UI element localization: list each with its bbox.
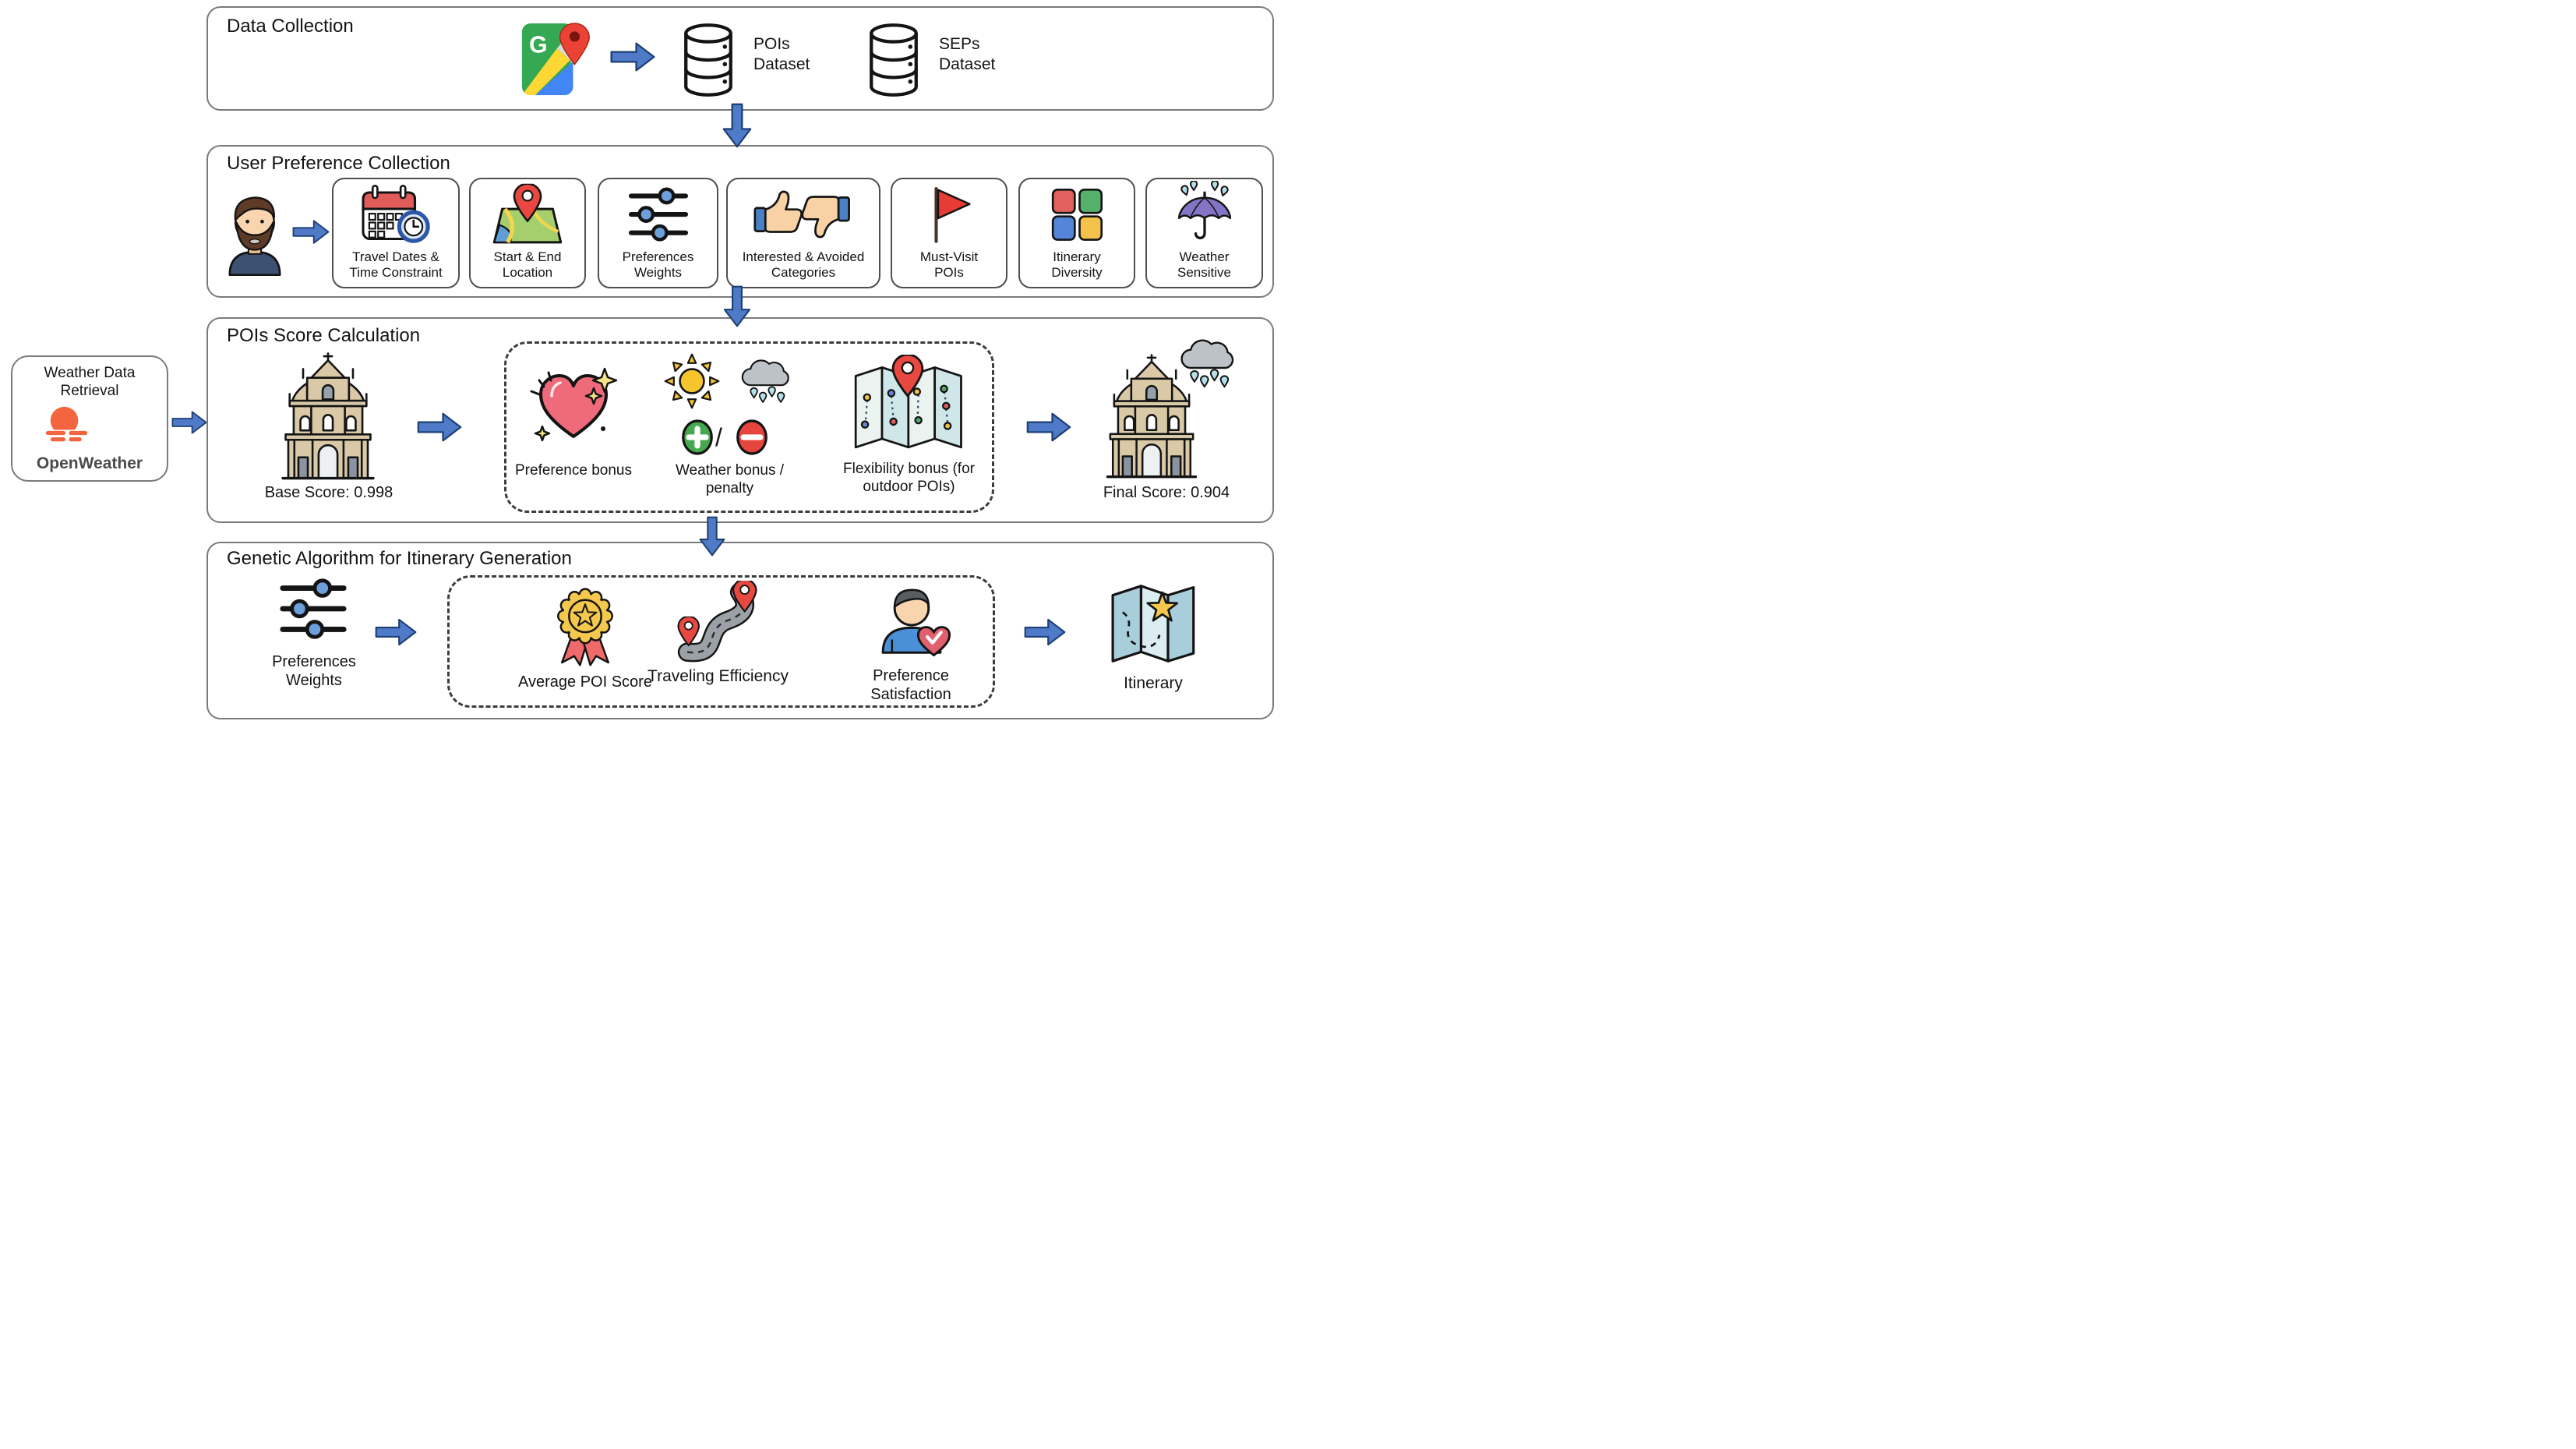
score-modifiers-group: Preference bonus / Weather bonus / penal… bbox=[504, 341, 994, 513]
pois-dataset-label: POIs Dataset bbox=[753, 35, 810, 74]
seps-dataset-label: SEPs Dataset bbox=[939, 35, 996, 74]
flag-icon bbox=[934, 186, 971, 243]
pref-box-label: Must-Visit POIs bbox=[919, 249, 979, 280]
minus-circle-icon bbox=[736, 419, 768, 455]
pref-box-start-end-location: Start & End Location bbox=[469, 178, 586, 288]
down-arrow-icon bbox=[695, 516, 729, 557]
map-location-pin-icon bbox=[492, 183, 563, 244]
church-facade-icon bbox=[280, 352, 376, 481]
google-maps-icon: G bbox=[521, 23, 590, 96]
pref-box-label: Preferences Weights bbox=[622, 249, 694, 280]
medal-star-icon bbox=[557, 588, 613, 666]
openweather-sun-icon bbox=[39, 406, 97, 447]
right-arrow-icon bbox=[417, 411, 462, 444]
traveling-efficiency-label: Traveling Efficiency bbox=[648, 667, 789, 685]
rain-cloud-icon bbox=[737, 353, 793, 406]
pref-box-label: Interested & Avoided Categories bbox=[742, 249, 865, 280]
data-collection-title: Data Collection bbox=[227, 16, 354, 37]
openweather-brand: OpenWeather bbox=[36, 454, 143, 472]
folded-map-pin-icon bbox=[854, 355, 962, 449]
user-preference-title: User Preference Collection bbox=[227, 153, 450, 174]
preference-satisfaction-label: Preference Satisfaction bbox=[870, 667, 951, 703]
average-poi-score-label: Average POI Score bbox=[518, 673, 652, 691]
svg-text:G: G bbox=[529, 33, 547, 58]
pref-box-label: Weather Sensitive bbox=[1177, 249, 1231, 280]
color-squares-icon bbox=[1051, 188, 1103, 241]
sliders-icon bbox=[626, 185, 691, 244]
database-icon bbox=[870, 23, 918, 97]
pref-box-interested-avoided: Interested & Avoided Categories bbox=[726, 178, 880, 288]
pref-box-weather-sensitive: Weather Sensitive bbox=[1145, 178, 1263, 288]
pref-box-preferences-weights: Preferences Weights bbox=[598, 178, 718, 288]
panel-genetic-algorithm: Genetic Algorithm for Itinerary Generati… bbox=[206, 542, 1274, 719]
traveler-avatar-icon bbox=[228, 196, 281, 276]
itinerary-output-label: Itinerary bbox=[1124, 674, 1183, 692]
preference-bonus-label: Preference bonus bbox=[515, 462, 632, 479]
database-icon bbox=[684, 23, 732, 97]
right-arrow-icon bbox=[1026, 411, 1071, 444]
right-arrow-icon bbox=[375, 617, 417, 648]
sun-icon bbox=[664, 353, 720, 409]
pref-box-label: Start & End Location bbox=[493, 249, 562, 280]
pref-box-travel-dates: Travel Dates & Time Constraint bbox=[332, 178, 460, 288]
final-score-label: Final Score: 0.904 bbox=[1103, 484, 1230, 501]
plus-circle-icon bbox=[682, 419, 713, 455]
calendar-clock-icon bbox=[362, 184, 430, 243]
slash-separator: / bbox=[715, 423, 722, 451]
pipeline-diagram: Data Collection G POIs Dataset bbox=[0, 0, 1288, 725]
weather-retrieval-title: Weather Data Retrieval bbox=[44, 365, 136, 399]
person-heart-check-icon bbox=[881, 588, 951, 657]
thumbs-up-down-icon bbox=[753, 190, 850, 239]
umbrella-rain-icon bbox=[1177, 180, 1231, 239]
down-arrow-icon bbox=[720, 285, 754, 327]
panel-pois-score-calculation: POIs Score Calculation Base Score: 0.998… bbox=[206, 317, 1274, 523]
right-arrow-icon bbox=[292, 218, 330, 246]
pois-score-title: POIs Score Calculation bbox=[227, 325, 421, 346]
sliders-icon bbox=[277, 573, 350, 645]
fitness-criteria-group: Average POI Score Traveling Efficiency P… bbox=[447, 575, 995, 708]
base-score-label: Base Score: 0.998 bbox=[264, 484, 393, 501]
genetic-algorithm-title: Genetic Algorithm for Itinerary Generati… bbox=[227, 548, 572, 569]
pref-box-label: Travel Dates & Time Constraint bbox=[349, 249, 443, 280]
weather-bonus-penalty-label: Weather bonus / penalty bbox=[675, 462, 785, 497]
pref-box-itinerary-diversity: Itinerary Diversity bbox=[1018, 178, 1135, 288]
route-pins-icon bbox=[677, 581, 757, 663]
itinerary-map-icon bbox=[1111, 585, 1195, 663]
flexibility-bonus-label: Flexibility bonus (for outdoor POIs) bbox=[843, 461, 975, 495]
sparkling-heart-icon bbox=[530, 367, 618, 442]
weather-data-retrieval-box: Weather Data Retrieval OpenWeather bbox=[11, 355, 168, 482]
down-arrow-icon bbox=[720, 103, 754, 148]
panel-user-preference-collection: User Preference Collection bbox=[206, 145, 1274, 298]
rain-cloud-icon bbox=[1176, 333, 1238, 391]
right-arrow-icon bbox=[609, 41, 656, 73]
panel-data-collection: Data Collection G POIs Dataset bbox=[206, 6, 1274, 111]
right-arrow-icon bbox=[1024, 617, 1066, 648]
pref-box-must-visit: Must-Visit POIs bbox=[891, 178, 1007, 288]
preferences-weights-label: Preferences Weights bbox=[272, 653, 356, 689]
pref-box-label: Itinerary Diversity bbox=[1051, 249, 1103, 280]
right-arrow-icon bbox=[171, 408, 207, 436]
